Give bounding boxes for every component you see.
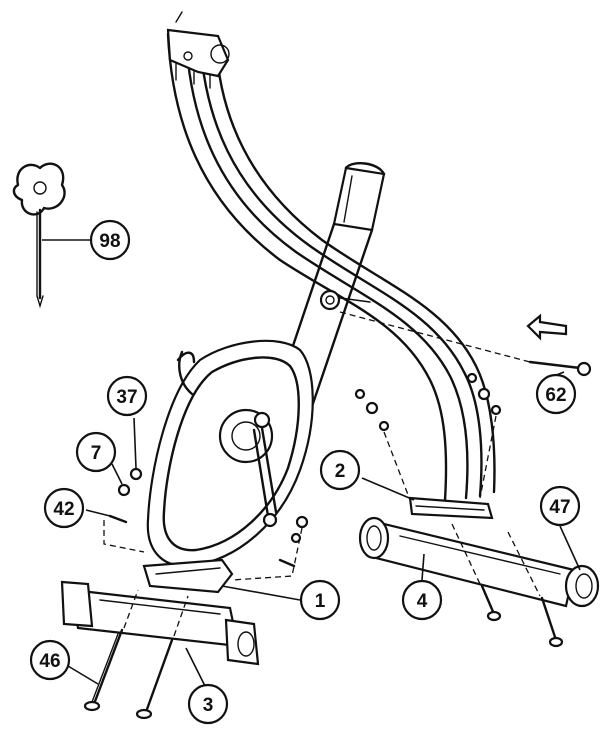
pin-62	[528, 360, 592, 377]
front-bracket	[142, 558, 234, 594]
callout-4: 4	[401, 579, 443, 621]
callout-label: 37	[116, 387, 137, 408]
callout-label: 7	[91, 443, 102, 464]
flywheel-housing	[146, 339, 314, 568]
hardware-rear	[354, 372, 502, 432]
callout-label: 1	[315, 591, 326, 612]
callout-circle	[89, 219, 131, 261]
callout-42: 42	[43, 487, 85, 529]
callout-circle	[29, 639, 71, 681]
callout-37: 37	[106, 375, 148, 417]
callout-circle	[319, 449, 361, 491]
side-handle	[176, 350, 196, 396]
leader-1	[221, 585, 301, 601]
callout-circle	[75, 431, 117, 473]
bolts-front	[83, 628, 174, 720]
callout-circle	[43, 487, 85, 529]
callout-label: 2	[335, 461, 346, 482]
callout-label: 4	[417, 591, 428, 612]
front-stabilizer	[60, 580, 260, 666]
callout-label: 98	[99, 231, 120, 252]
callout-circle	[401, 579, 443, 621]
rear-bracket	[408, 496, 494, 520]
leader-4	[421, 553, 425, 581]
leader-47	[559, 525, 581, 571]
callout-circle	[539, 485, 581, 527]
callout-46: 46	[29, 639, 71, 681]
leader-2	[361, 477, 415, 501]
callout-label: 42	[53, 499, 74, 520]
callout-3: 3	[187, 683, 229, 725]
bolts-rear	[480, 584, 564, 648]
callout-circle	[106, 375, 148, 417]
callout-layer: 98 37 7 42 2 47 62 1 4 46 3	[29, 219, 581, 725]
seat-post-tube	[266, 162, 386, 426]
callout-47: 47	[539, 485, 581, 527]
pivot-joint	[319, 289, 341, 311]
callout-2: 2	[319, 449, 361, 491]
hardware-center	[278, 515, 309, 568]
callout-label: 62	[545, 385, 566, 406]
direction-arrow-icon	[526, 313, 568, 341]
callout-62: 62	[535, 373, 577, 415]
main-frame	[166, 11, 496, 502]
callout-98: 98	[89, 219, 131, 261]
leader-3	[185, 647, 207, 689]
callout-1: 1	[299, 579, 341, 621]
hardware-left	[108, 467, 143, 524]
callout-circle	[187, 683, 229, 725]
allen-wrench-icon	[12, 162, 66, 309]
callout-label: 47	[549, 497, 570, 518]
callout-label: 3	[203, 695, 214, 716]
leader-46	[67, 665, 99, 685]
callout-circle	[299, 579, 341, 621]
callout-label: 46	[39, 651, 60, 672]
callout-7: 7	[75, 431, 117, 473]
callout-circle	[535, 373, 577, 415]
